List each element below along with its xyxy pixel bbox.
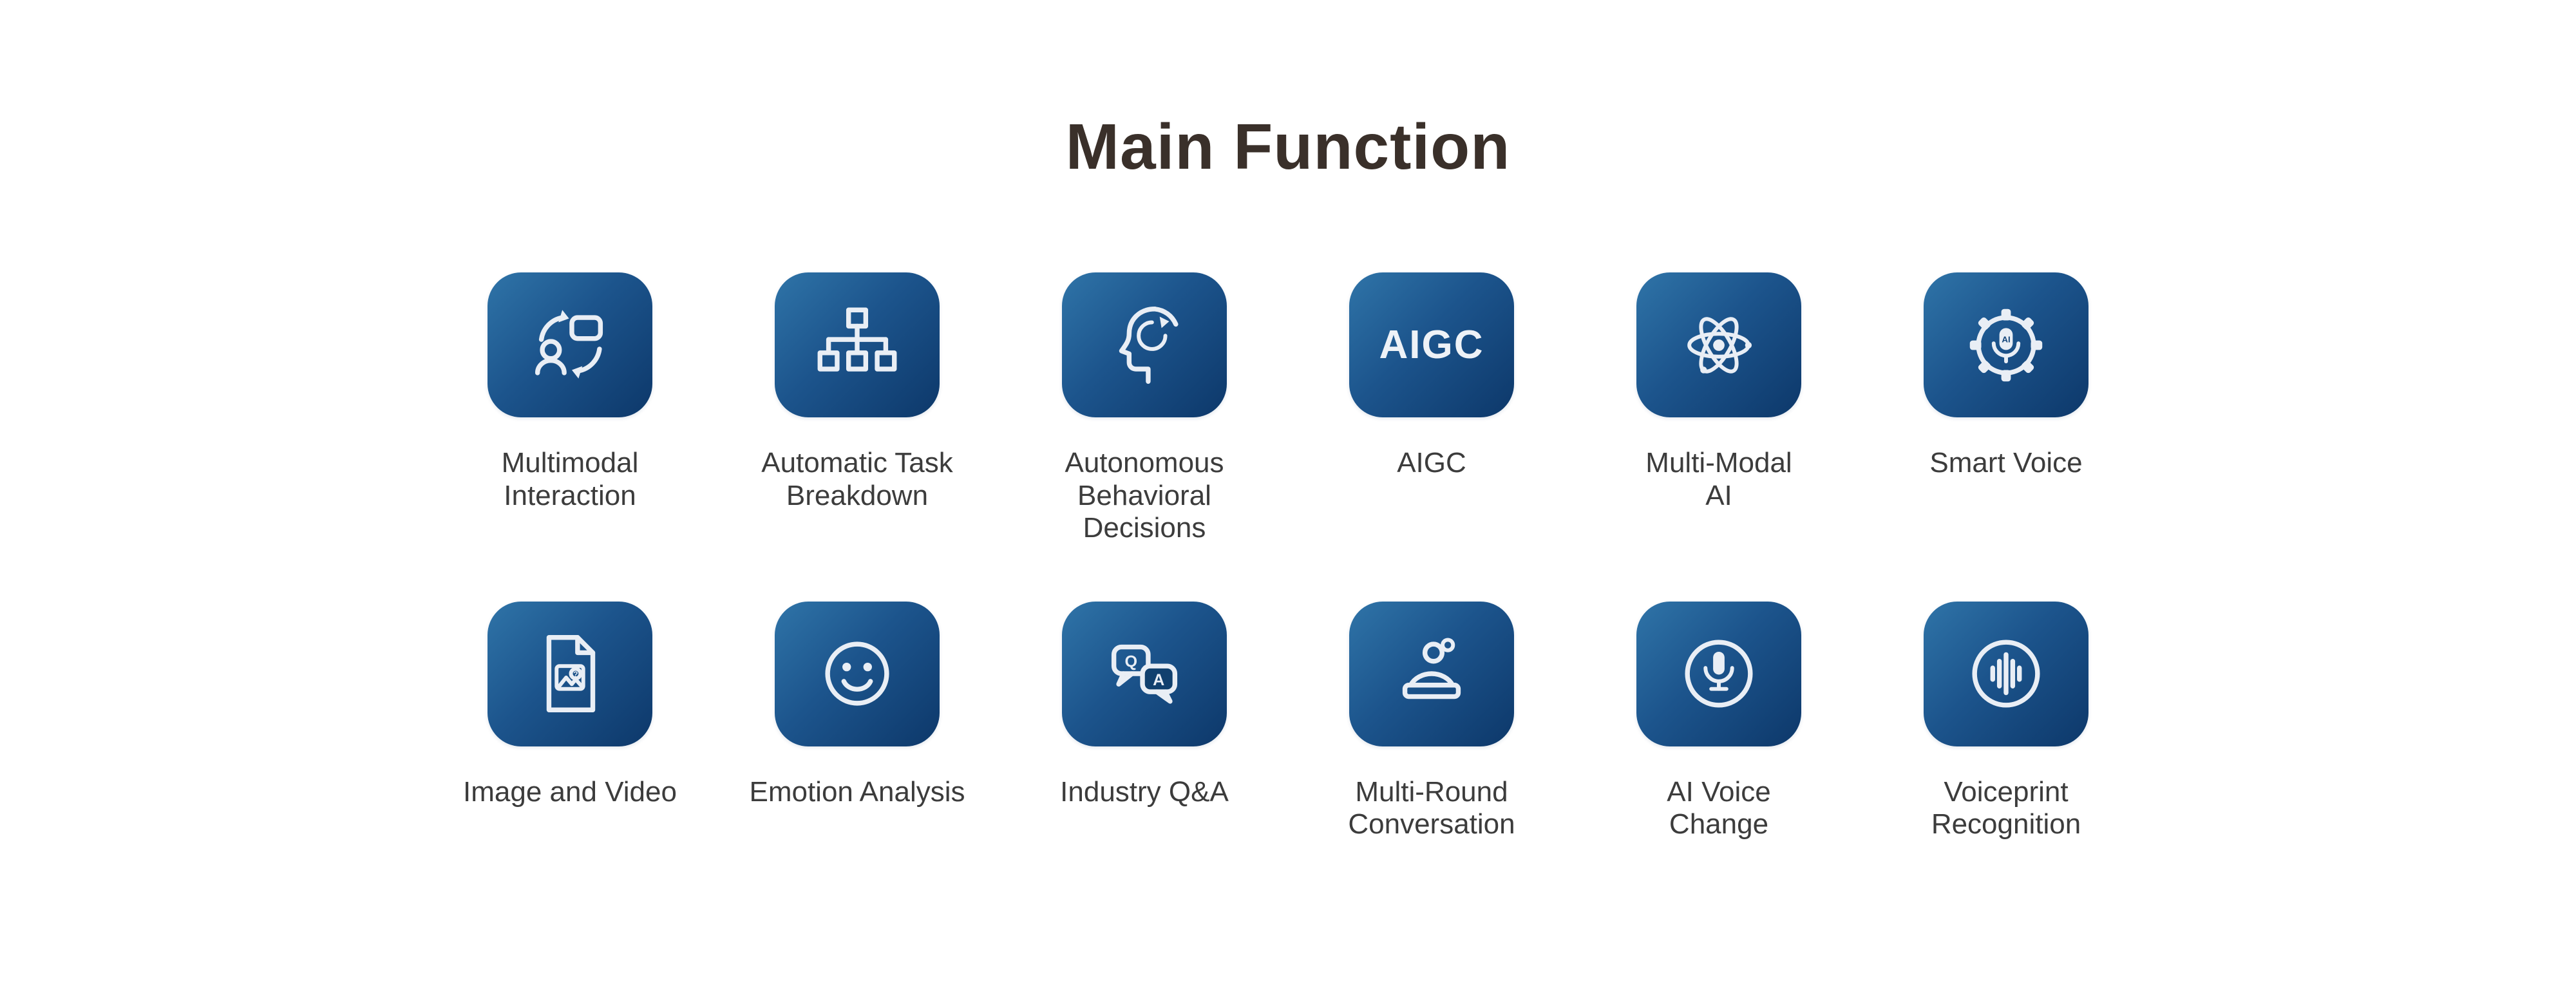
svg-text:AI: AI [2002,334,2010,344]
svg-text:A: A [1153,671,1164,689]
multimodal-interaction-icon [535,309,603,379]
feature-label: Multi-Round Conversation [1348,775,1515,840]
feature-grid: Multimodal Interaction Automatic Task Br… [426,272,2150,841]
feature-tile: AIGC [1349,272,1514,417]
feature-label: Autonomous Behavioral Decisions [1065,447,1224,544]
feature-tile: AI [1924,272,2088,417]
feature-card: Q A Industry Q&A [1001,601,1288,809]
feature-tile: ? [488,601,652,746]
feature-card: Multimodal Interaction [426,272,714,512]
feature-label: Image and Video [463,775,677,808]
microphone-circle-icon [1685,640,1753,708]
feature-card: Automatic Task Breakdown [714,272,1001,512]
feature-tile [1924,601,2088,746]
feature-card: AI Voice Change [1575,601,1862,841]
feature-card: Multi-Modal AI [1575,272,1862,512]
page-title: Main Function [1065,111,1511,183]
waveform-circle-icon [1972,640,2040,708]
feature-card: Emotion Analysis [714,601,1001,809]
feature-label: Multi-Modal AI [1645,447,1792,511]
feature-tile [1349,601,1514,746]
smiley-face-icon [825,641,889,706]
feature-label: Multimodal Interaction [501,447,639,511]
svg-text:?: ? [573,670,578,679]
feature-label: Emotion Analysis [749,775,965,808]
svg-text:Q: Q [1124,653,1137,671]
feature-tile [775,272,940,417]
feature-label: Industry Q&A [1060,775,1229,808]
feature-card: AI Smart Voice [1862,272,2150,480]
behavioral-decisions-icon [1119,306,1179,384]
atom-icon [1687,316,1752,374]
feature-label: AI Voice Change [1667,775,1771,840]
feature-tile [1636,601,1801,746]
feature-label: AIGC [1397,447,1466,479]
feature-label: Smart Voice [1929,447,2083,479]
conversation-desk-icon [1402,638,1461,699]
feature-label: Voiceprint Recognition [1931,775,2081,840]
feature-card: ? Image and Video [426,601,714,809]
feature-tile [1062,272,1227,417]
feature-card: AIGC AIGC [1288,272,1575,480]
feature-tile [775,601,940,746]
feature-label: Automatic Task Breakdown [761,447,953,511]
feature-card: Autonomous Behavioral Decisions [1001,272,1288,545]
feature-card: Voiceprint Recognition [1862,601,2150,841]
gear-mic-icon: AI [1969,308,2043,381]
feature-tile: Q A [1062,601,1227,746]
image-document-icon: ? [546,635,596,713]
qa-bubbles-icon: Q A [1111,645,1178,704]
feature-tile [488,272,652,417]
feature-card: Multi-Round Conversation [1288,601,1575,841]
task-breakdown-icon [817,307,897,372]
feature-tile [1636,272,1801,417]
aigc-text-icon: AIGC [1379,323,1484,367]
